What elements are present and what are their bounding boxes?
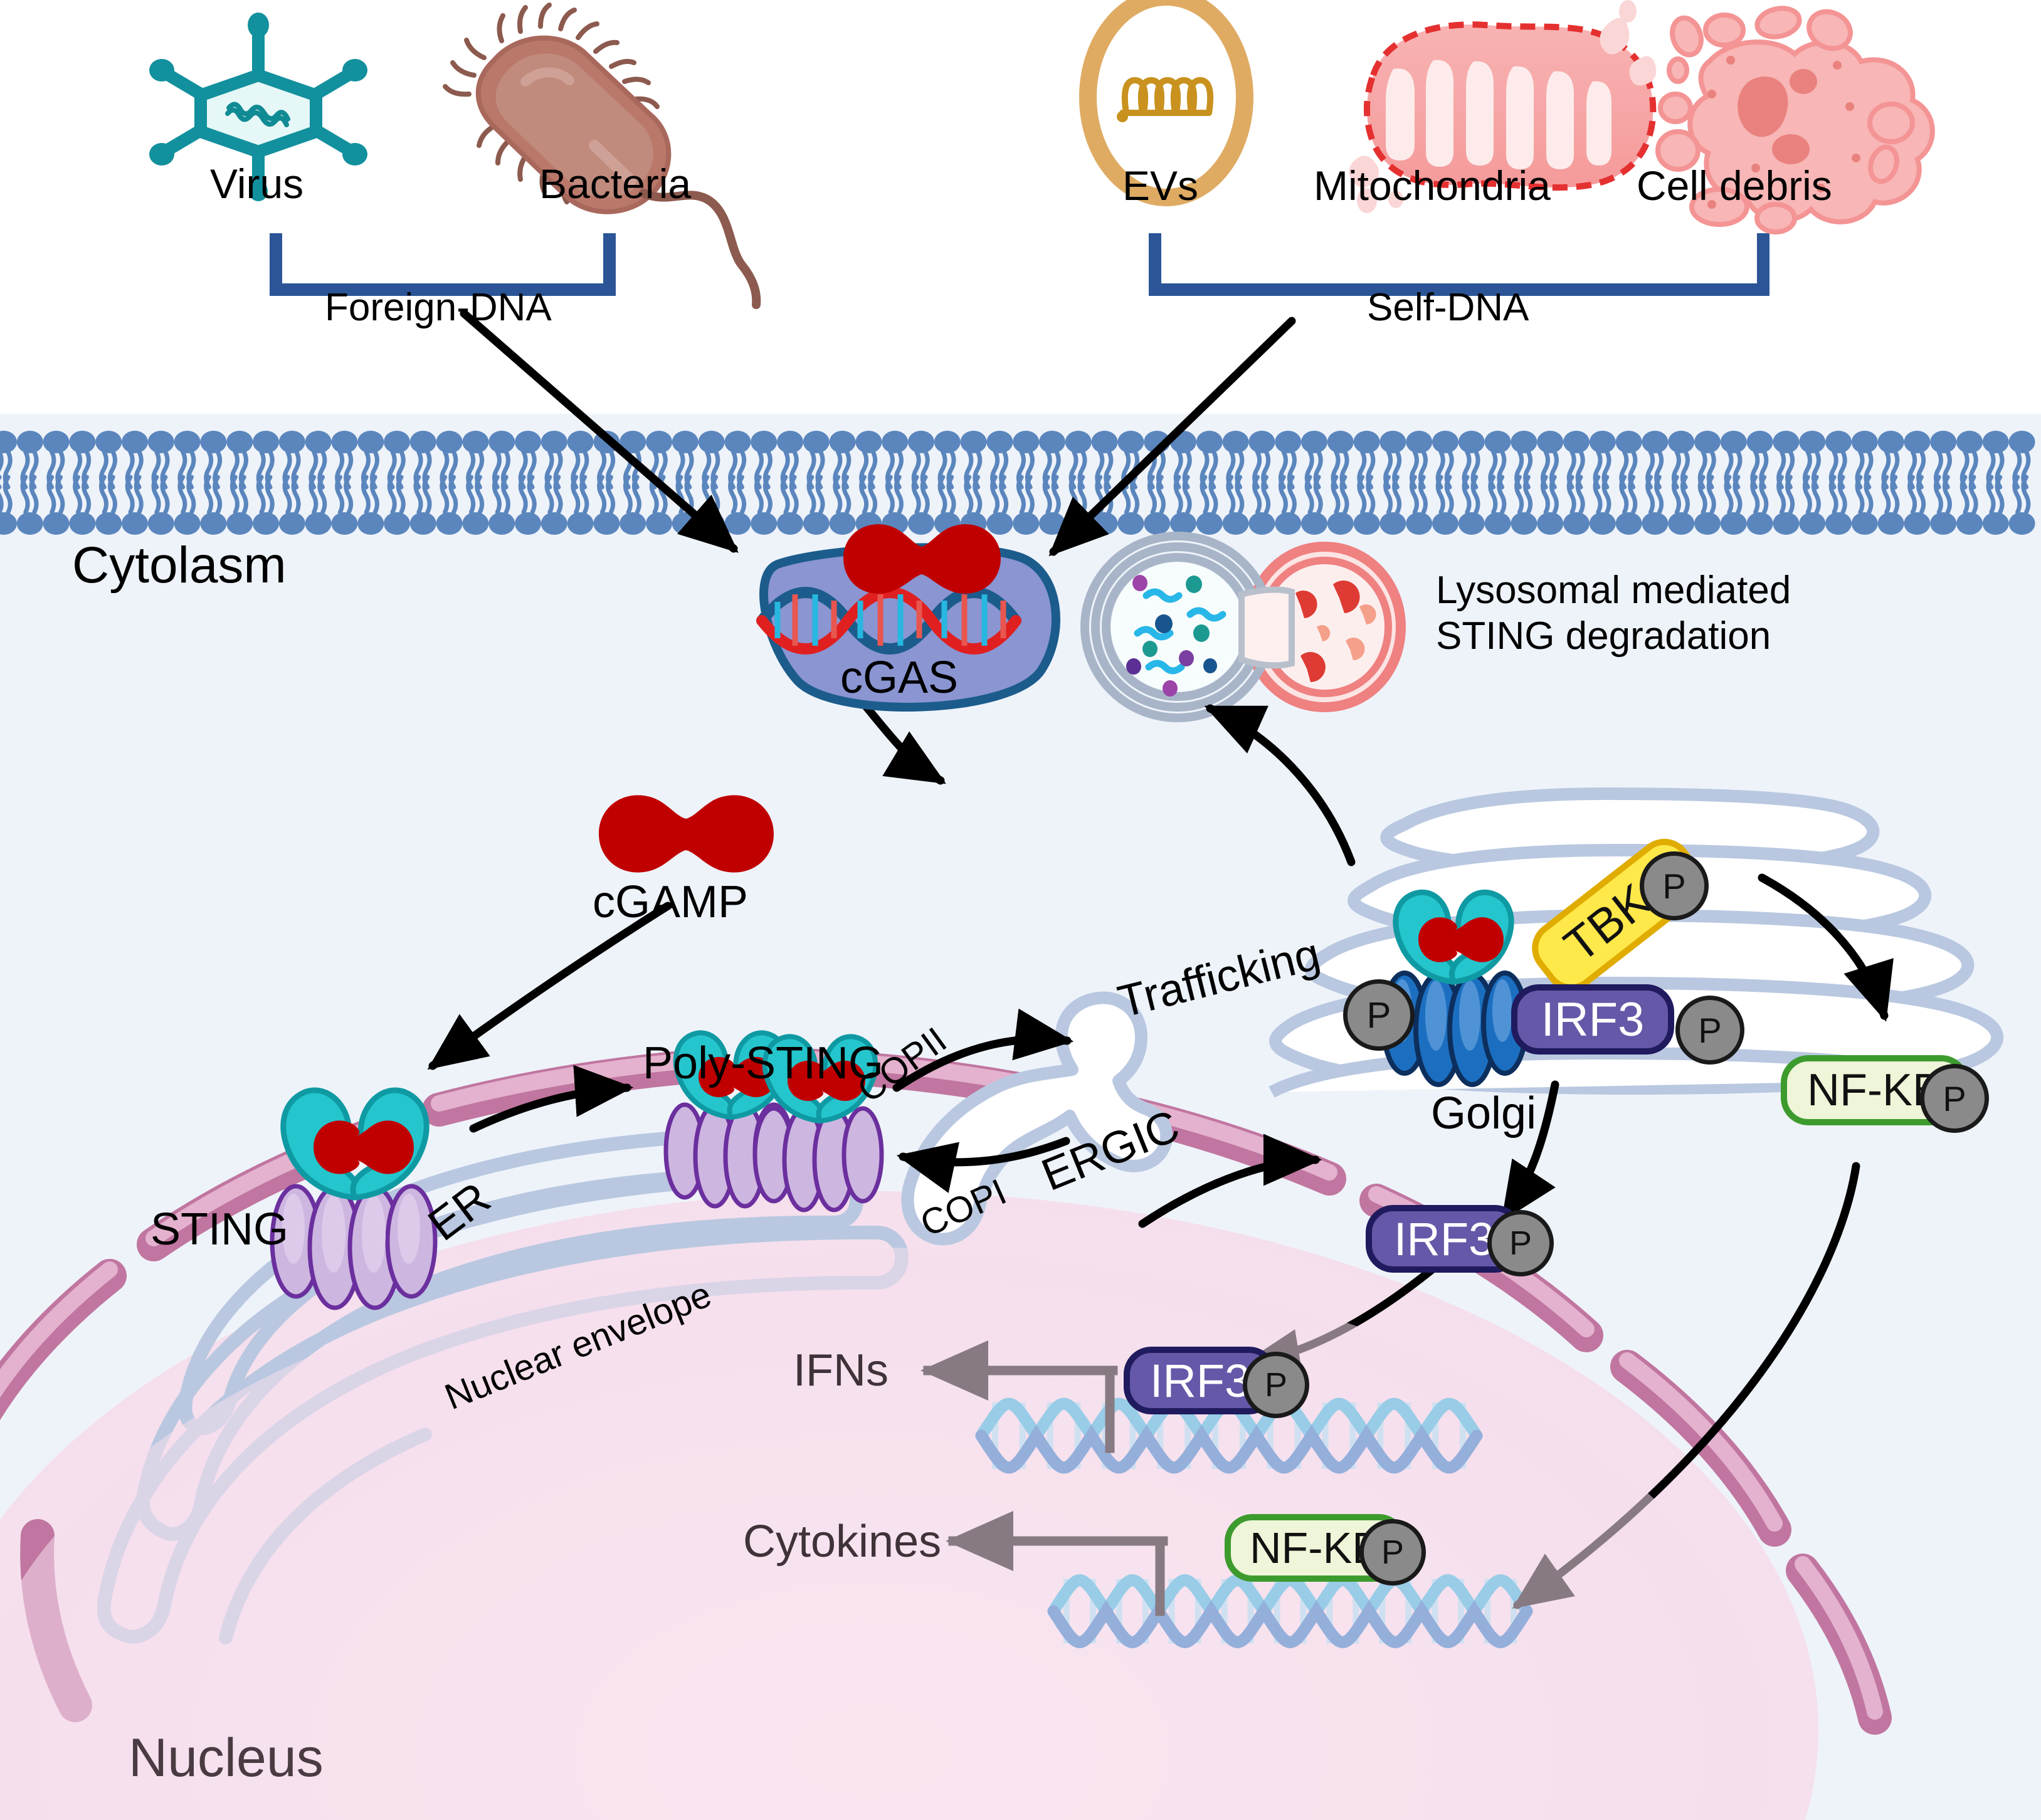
arrow-foreign-dna-to-cgas bbox=[460, 309, 739, 553]
sting-golgi-complex bbox=[1381, 889, 1529, 1087]
phospho-nfkb-nucleus: P bbox=[1359, 1519, 1426, 1586]
phospho-irf3-nucleus: P bbox=[1243, 1352, 1309, 1418]
phospho-sting-golgi-text: P bbox=[1366, 994, 1391, 1036]
arrow-cgamp-to-sting bbox=[427, 902, 672, 1070]
label-cgamp: cGAMP bbox=[593, 877, 749, 927]
label-foreign-dna: Foreign-DNA bbox=[325, 286, 552, 329]
phospho-irf3-cytosol: P bbox=[1487, 1210, 1554, 1276]
virus-icon bbox=[149, 13, 367, 201]
arrow-to-irf3-cytosol bbox=[1500, 1080, 1559, 1222]
phospho-nfkb-cytosol: P bbox=[1920, 1064, 1989, 1133]
phospho-tbk1-text: P bbox=[1662, 866, 1686, 906]
phospho-irf3-golgi: P bbox=[1675, 996, 1744, 1065]
phospho-tbk1: P bbox=[1640, 851, 1709, 920]
bracket-foreign-dna bbox=[270, 233, 616, 296]
phospho-nfkb-nucleus-text: P bbox=[1381, 1533, 1405, 1571]
label-lysosomal-degradation: Lysosomal mediated STING degradation bbox=[1436, 569, 1791, 658]
cell-debris-icon bbox=[1655, 6, 1935, 234]
badge-irf3-cytosol-text: IRF3 bbox=[1393, 1212, 1495, 1265]
label-cytoplasm: Cytolasm bbox=[72, 537, 287, 594]
cgas-complex bbox=[756, 524, 1060, 712]
arrow-copi bbox=[896, 1137, 1070, 1193]
arrow-trafficking bbox=[1138, 1134, 1322, 1228]
label-cgas: cGAS bbox=[840, 653, 959, 703]
poly-sting-oligomer bbox=[663, 1030, 884, 1212]
badge-irf3-nucleus: IRF3 bbox=[1124, 1347, 1277, 1414]
label-cell-debris: Cell debris bbox=[1637, 162, 1832, 209]
phospho-irf3-golgi-text: P bbox=[1698, 1010, 1722, 1050]
bacteria-icon bbox=[443, 3, 761, 309]
cgamp-molecule bbox=[599, 795, 774, 873]
arrow-copii bbox=[892, 1008, 1074, 1092]
label-bacteria: Bacteria bbox=[539, 160, 692, 207]
signal-arrows bbox=[427, 309, 1894, 1609]
source-brackets bbox=[270, 233, 1769, 296]
bracket-self-dna bbox=[1149, 233, 1769, 296]
label-sting: STING bbox=[150, 1204, 289, 1255]
label-nucleus: Nucleus bbox=[129, 1728, 324, 1788]
label-poly-sting: Poly-STING bbox=[643, 1038, 884, 1088]
label-self-dna: Self-DNA bbox=[1367, 286, 1529, 329]
badge-nfkb-cytosol-text: NF-KB bbox=[1807, 1065, 1943, 1115]
autolysosome-fusion bbox=[1080, 532, 1406, 722]
phospho-nfkb-cytosol-text: P bbox=[1943, 1078, 1966, 1118]
label-cytokines: Cytokines bbox=[743, 1517, 942, 1567]
phospho-irf3-nucleus-text: P bbox=[1264, 1366, 1288, 1404]
label-ifns: IFNs bbox=[793, 1345, 889, 1396]
label-virus: Virus bbox=[210, 160, 304, 207]
badge-irf3-golgi: IRF3 bbox=[1511, 984, 1674, 1055]
badge-irf3-golgi-text: IRF3 bbox=[1541, 992, 1645, 1046]
badge-irf3-nucleus-text: IRF3 bbox=[1149, 1354, 1251, 1407]
sting-dimer bbox=[270, 1087, 438, 1310]
arrow-self-dna-to-cgas bbox=[1048, 317, 1296, 557]
arrow-golgi-to-lysosome bbox=[1204, 704, 1356, 866]
label-mitochondria: Mitochondria bbox=[1314, 162, 1551, 209]
extracellular-vesicle-icon bbox=[1079, 0, 1253, 206]
phospho-sting-golgi: P bbox=[1343, 979, 1415, 1051]
mitochondria-icon bbox=[1349, 0, 1657, 213]
phospho-irf3-cytosol-text: P bbox=[1509, 1224, 1532, 1262]
arrow-to-nfkb bbox=[1758, 873, 1894, 1022]
plasma-membrane bbox=[0, 431, 2035, 535]
label-evs: EVs bbox=[1122, 162, 1199, 209]
label-golgi: Golgi bbox=[1431, 1088, 1537, 1139]
arrow-sting-to-polysting bbox=[469, 1065, 634, 1133]
